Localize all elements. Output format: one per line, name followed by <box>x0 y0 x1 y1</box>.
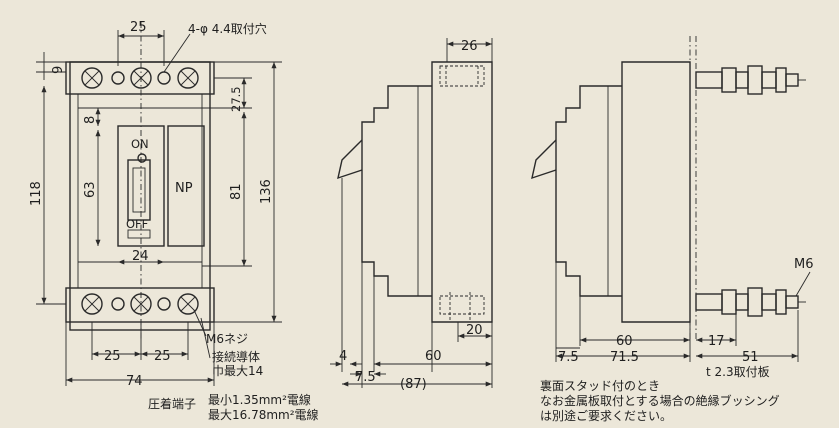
screw-label: M6ネジ <box>206 332 248 346</box>
note-line-3: は別途ご要求ください。 <box>540 408 672 423</box>
handle-pivot-icon <box>137 153 147 163</box>
rear-dim-60: 60 <box>616 334 633 349</box>
note-line-1: 裏面スタッド付のとき <box>540 378 660 393</box>
dim-mid-height: 81 <box>229 183 244 200</box>
side-base <box>431 61 493 323</box>
dim-pitch-left: 25 <box>104 349 121 364</box>
rear-dim-71-5: 71.5 <box>610 350 639 365</box>
wire-min: 最小1.35mm²電線 <box>208 392 311 407</box>
rear-dim-17: 17 <box>708 334 725 349</box>
side-dim-60: 60 <box>425 349 442 364</box>
dim-total-height: 136 <box>259 179 274 204</box>
label-off: OFF <box>126 217 148 231</box>
side-dim-bottom: 20 <box>466 323 483 338</box>
rear-dim-7-5: 7.5 <box>558 350 579 365</box>
bottom-terminal-screws <box>81 293 199 315</box>
side-dim-87: (87) <box>400 377 427 392</box>
wire-max: 最大16.78mm²電線 <box>208 407 319 422</box>
side-dim-top: 26 <box>461 39 478 54</box>
dim-top-holes-spacing: 25 <box>130 20 147 35</box>
top-stud-icon <box>695 65 806 95</box>
conductor-label-2: 巾最大14 <box>212 364 263 378</box>
top-terminal-screws <box>81 67 199 89</box>
dim-handle-width: 24 <box>132 249 149 264</box>
dim-pitch-right: 25 <box>154 349 171 364</box>
rear-handle <box>531 139 557 180</box>
dim-body-height: 118 <box>29 181 44 206</box>
label-np: NP <box>175 181 193 196</box>
toggle-handle <box>127 159 151 221</box>
bottom-stud-icon <box>695 287 806 317</box>
stud-label: M6 <box>794 257 814 272</box>
front-view: 25 4-φ 4.4取付穴 9 118 8 63 27.5 81 136 <box>29 20 319 422</box>
side-dim-4: 4 <box>339 349 347 364</box>
dim-handle-height: 63 <box>83 181 98 198</box>
rear-base <box>621 61 691 323</box>
rear-view: M6 60 17 7.5 71.5 51 t 2.3取付板 裏面スタッド付のとき… <box>531 36 814 423</box>
hole-note: 4-φ 4.4取付穴 <box>188 21 267 36</box>
side-handle <box>337 139 363 180</box>
rear-profile <box>555 85 622 297</box>
conductor-label-1: 接続導体 <box>212 349 260 364</box>
side-view: 26 20 4 7.5 60 (87) <box>330 38 493 392</box>
label-on: ON <box>131 137 149 151</box>
note-line-2: なお金属板取付とする場合の絶縁ブッシング <box>540 393 780 408</box>
top-terminal-block <box>65 61 215 95</box>
plate-note: t 2.3取付板 <box>706 365 770 379</box>
bottom-terminal-block <box>65 287 215 323</box>
dim-terminal-height: 9 <box>51 66 66 74</box>
dim-handle-offset: 8 <box>83 116 98 124</box>
terminal-title: 圧着端子 <box>148 396 196 411</box>
dim-total-width: 74 <box>126 374 143 389</box>
rear-dim-51: 51 <box>742 350 759 365</box>
dim-hole-offset: 27.5 <box>229 86 243 112</box>
side-profile <box>361 85 432 297</box>
off-indicator <box>127 229 151 239</box>
side-dim-7-5: 7.5 <box>355 370 376 385</box>
np-plate <box>167 125 205 247</box>
